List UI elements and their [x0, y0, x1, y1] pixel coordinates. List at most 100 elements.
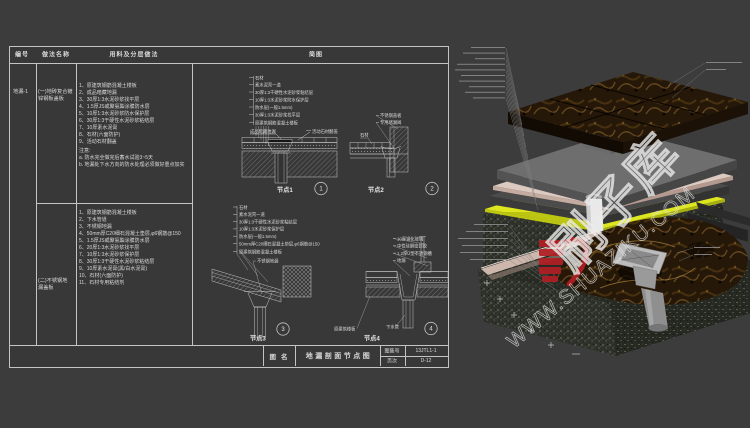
list-line: 9、活动石材翻盖: [79, 139, 117, 145]
table-bottom-line: [9, 345, 448, 346]
page-value: D-12: [420, 358, 432, 364]
svg-text:防水层(一般1.5mm): 防水层(一般1.5mm): [255, 104, 293, 111]
node3-detail: [211, 206, 312, 338]
svg-text:专用堵漏阀: 专用堵漏阀: [380, 119, 401, 126]
atlas-no-label: 图集号: [384, 348, 400, 355]
list-line: 2、下水管道: [79, 217, 107, 223]
list-line: 2、成品暗藏地漏: [79, 90, 117, 96]
header-layers: 用料及分层做法: [109, 52, 159, 59]
list-line: (一)地砖复合镀: [38, 89, 73, 95]
svg-text:不锈钢盖板: 不锈钢盖板: [380, 112, 402, 119]
svg-text:10厚钢化玻璃: 10厚钢化玻璃: [397, 235, 424, 242]
list-line: 6、30厚1:3干硬性水泥砂浆粘结层: [79, 118, 155, 124]
list-line: 3、30厚1:3水泥砂浆找平层: [79, 97, 140, 103]
list-line: 7、10厚素水泥膏: [79, 125, 118, 131]
brush-logo-icon: [539, 237, 589, 287]
node4-callouts: 10厚钢化玻璃 中性硅酮密封胶 1.2厚U型不锈钢槽 地漏 原建筑楼板 下水管 …: [334, 235, 433, 342]
tb-v3: [380, 345, 381, 366]
node4-badge: 4: [429, 327, 433, 333]
row-number: 地漏-1: [13, 89, 28, 95]
list-line: 漏盖板: [38, 285, 54, 291]
render-top-callouts-decor: [455, 47, 742, 211]
node1-badge: 1: [319, 187, 323, 193]
node1-caption: 节点1: [277, 186, 293, 194]
row2-method-name: (二)不锈钢地漏盖板: [38, 278, 67, 292]
tb-v1: [263, 345, 264, 366]
svg-text:石材: 石材: [239, 204, 248, 211]
node4-detail: [356, 236, 448, 336]
svg-text:地漏: 地漏: [397, 257, 406, 264]
node1-detail: [241, 76, 338, 196]
header-no: 编号: [14, 52, 30, 59]
node2-badge: 2: [430, 187, 434, 193]
atlas-sheet: [9, 46, 449, 368]
svg-text:防水层(一般1.5mm): 防水层(一般1.5mm): [239, 233, 277, 240]
list-line: 8、石材(六面防护): [79, 132, 121, 138]
atlas-no-value: 13JTL1-1: [415, 348, 437, 354]
list-line: 1、原建筑钢筋混凝土楼板: [79, 83, 137, 89]
header-diagram: 简图: [308, 52, 324, 59]
svg-text:原建筑楼板: 原建筑楼板: [334, 326, 356, 333]
svg-text:10厚1:3水泥砂浆保护层: 10厚1:3水泥砂浆保护层: [239, 226, 285, 233]
render-panel: 刷子库 WWW.SHUAZIKU.COM: [455, 47, 750, 356]
render-bottom-callouts-decor: [458, 224, 720, 292]
list-line: 11、石材专用粘结剂: [79, 280, 125, 286]
node3-caption: 节点3: [250, 335, 266, 343]
list-line: 10、石材(六面防护): [79, 273, 123, 279]
col-line-3: [192, 63, 193, 345]
drawing-title: 地漏剖面节点图: [305, 353, 373, 360]
node2-callouts: 不锈钢盖板 专用堵漏阀 石材 节点2 2: [360, 112, 434, 194]
svg-text:1.2厚U型不锈钢槽: 1.2厚U型不锈钢槽: [397, 250, 433, 257]
list-line: 注意:: [79, 148, 91, 154]
svg-text:活动石材翻盖: 活动石材翻盖: [312, 128, 338, 135]
tb-v2: [295, 345, 296, 366]
list-line: 6、20厚1:3水泥砂浆找平层: [79, 245, 140, 251]
node1-callouts: 石材 素水泥膏一道 30厚1:3干硬性水泥砂浆粘结层 10厚1:3水泥砂浆防水保…: [250, 74, 338, 194]
svg-text:10厚1:3水泥砂浆防水保护层: 10厚1:3水泥砂浆防水保护层: [255, 96, 309, 103]
node2-detail: [349, 115, 439, 196]
col-line-2: [76, 63, 77, 345]
svg-text:素水泥膏一道: 素水泥膏一道: [255, 81, 281, 88]
svg-text:原建筑钢筋混凝土楼板: 原建筑钢筋混凝土楼板: [239, 248, 283, 255]
list-line: 4、50mm厚C20细石混凝土垫层,φ6钢筋@150: [79, 231, 181, 237]
svg-text:中性硅酮密封胶: 中性硅酮密封胶: [397, 243, 428, 250]
list-line: 5、10厚1:3水泥砂浆防水保护层: [79, 111, 150, 117]
svg-text:30厚1:3水泥砂浆找平层: 30厚1:3水泥砂浆找平层: [255, 111, 301, 118]
render-bottom-drain: [612, 242, 668, 332]
titleblock-name-label: 图名: [269, 354, 293, 361]
svg-text:成品暗藏地漏: 成品暗藏地漏: [250, 128, 276, 135]
col-line-1: [36, 63, 37, 345]
node4-caption: 节点4: [364, 335, 380, 343]
list-line: (二)不锈钢地: [38, 278, 68, 284]
tb-h1: [380, 356, 448, 357]
header-name: 做法名称: [41, 52, 71, 59]
node3-badge: 3: [281, 327, 285, 333]
svg-text:30厚1:3干硬性水泥砂浆粘结层: 30厚1:3干硬性水泥砂浆粘结层: [255, 89, 314, 96]
list-line: 3、不锈钢地漏: [79, 224, 112, 230]
node3-callouts: 石材 素水泥膏一道 30厚1:3干硬性水泥砂浆粘结层 10厚1:3水泥砂浆保护层…: [239, 204, 320, 343]
svg-text:不锈钢地漏: 不锈钢地漏: [257, 258, 279, 265]
svg-text:石材: 石材: [255, 74, 264, 81]
svg-text:素水泥膏一道: 素水泥膏一道: [239, 211, 265, 218]
page-label: 页次: [386, 358, 398, 365]
svg-text:30厚1:3干硬性水泥砂浆粘结层: 30厚1:3干硬性水泥砂浆粘结层: [239, 218, 298, 225]
row-divider: [36, 203, 192, 204]
tb-v4: [405, 345, 406, 366]
list-line: 1、原建筑钢筋混凝土楼板: [79, 210, 137, 216]
list-line: b. 地漏处下水方向的防水处理必须做好重点加实: [79, 162, 185, 168]
list-line: 5、1.5厚JS或聚氨酯涂膜防水层: [79, 238, 150, 244]
detail-drawings: 石材 素水泥膏一道 30厚1:3干硬性水泥砂浆粘结层 10厚1:3水泥砂浆防水保…: [211, 74, 448, 343]
list-line: 8、30厚1:3干硬性水泥砂浆粘结层: [79, 259, 155, 265]
svg-text:50mm厚C20细石混凝土垫层,φ6钢筋@150: 50mm厚C20细石混凝土垫层,φ6钢筋@150: [239, 240, 320, 247]
svg-text:原建筑钢筋混凝土楼板: 原建筑钢筋混凝土楼板: [255, 119, 299, 126]
list-line: 9、10厚素水泥膏(黑/白水泥膏): [79, 266, 148, 272]
svg-text:石材: 石材: [360, 132, 369, 139]
node2-caption: 节点2: [368, 186, 384, 194]
list-line: 4、1.5厚JS或聚氨酯涂膜防水层: [79, 104, 150, 110]
list-line: 锌钢板盖板: [38, 96, 64, 102]
list-line: a. 防水完全做完后蓄水试验3~5天: [79, 155, 154, 161]
